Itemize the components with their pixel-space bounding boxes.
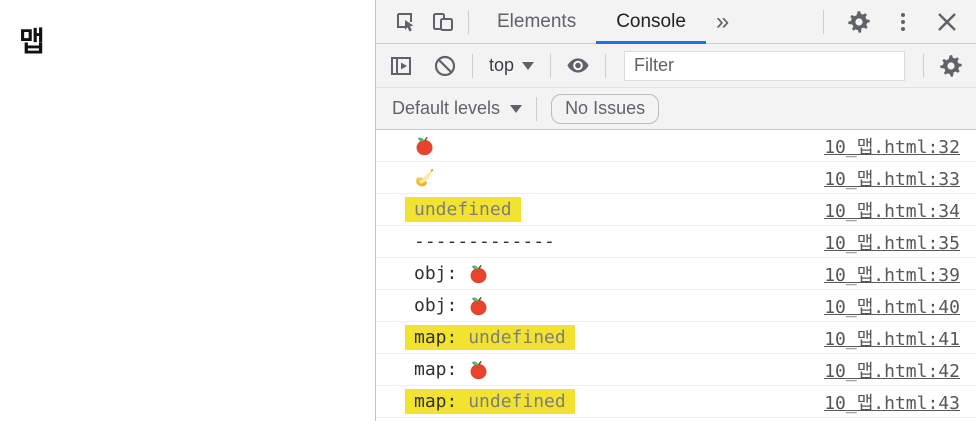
inspect-icon [397, 12, 414, 32]
console-toolbar: top [376, 44, 976, 88]
console-filter-input[interactable] [624, 50, 905, 81]
no-issues-button[interactable]: No Issues [551, 93, 660, 124]
source-location-link[interactable]: 10_맵.html:32 [824, 136, 960, 158]
clear-console-icon [434, 55, 456, 76]
page-title: 맵 [19, 25, 45, 58]
toolbar-separator [550, 53, 552, 78]
source-location-link[interactable]: 10_맵.html:43 [824, 392, 960, 414]
source-location-link[interactable]: 10_맵.html:35 [824, 232, 960, 254]
clear-console-button[interactable] [428, 49, 462, 83]
devtools-close-button[interactable] [930, 5, 964, 39]
console-message-row: map: undefined 10_맵.html:41 [376, 322, 976, 354]
console-settings-button[interactable] [934, 49, 968, 83]
source-location-link[interactable]: 10_맵.html:34 [824, 200, 960, 222]
console-message-text-highlighted: map: undefined [405, 389, 575, 414]
console-message-text: obj: [414, 263, 489, 285]
log-text: obj: [414, 263, 469, 284]
tab-console[interactable]: Console [596, 0, 706, 44]
chevron-down-icon [522, 61, 535, 70]
more-tabs-chevron-icon[interactable]: » [715, 7, 730, 35]
console-messages-area: 10_맵.html:32 10_맵.html:33 undefined 10_맵.ht… [376, 130, 976, 421]
tabbar-right-controls [815, 5, 968, 39]
devtools-menu-button[interactable] [886, 5, 920, 39]
log-text: map: [414, 327, 469, 348]
kebab-menu-icon [901, 12, 905, 31]
settings-gear-icon [848, 10, 870, 33]
apple-emoji [468, 263, 489, 285]
inspect-element-button[interactable] [388, 5, 422, 39]
source-location-link[interactable]: 10_맵.html:39 [824, 264, 960, 286]
log-text: obj: [414, 295, 469, 316]
apple-emoji [468, 295, 489, 317]
toolbar-separator [472, 53, 473, 78]
console-sidebar-button[interactable] [384, 49, 418, 83]
source-location-link[interactable]: 10_맵.html:33 [824, 168, 960, 190]
console-message-row: map: 10_맵.html:42 [376, 354, 976, 386]
undefined-value: undefined [468, 327, 566, 348]
chevron-down-icon [510, 104, 523, 113]
console-message-text-highlighted: map: undefined [405, 325, 575, 350]
log-levels-label: Default levels [392, 98, 501, 118]
console-message-text: map: [414, 359, 489, 381]
console-message-row: obj: 10_맵.html:40 [376, 290, 976, 322]
javascript-context-selector[interactable]: top [483, 55, 540, 76]
tabbar-separator [468, 9, 469, 34]
devtools-panel: Elements Console » [375, 0, 976, 421]
console-message-row: obj: 10_맵.html:39 [376, 258, 976, 290]
console-message-text [414, 135, 435, 157]
banana-emoji [414, 167, 435, 189]
console-message-row: 10_맵.html:32 [376, 130, 976, 162]
toolbar-separator [536, 96, 538, 121]
console-message-text [414, 167, 435, 189]
log-text: ------------- [414, 231, 555, 252]
tab-elements[interactable]: Elements [497, 10, 577, 32]
console-message-text: obj: [414, 295, 489, 317]
close-icon [938, 12, 956, 31]
console-message-text: ------------- [414, 231, 555, 252]
devtools-settings-button[interactable] [842, 5, 876, 39]
tabbar-separator [823, 9, 824, 34]
log-text: map: [414, 359, 469, 380]
log-levels-selector[interactable]: Default levels [392, 98, 523, 119]
undefined-value: undefined [468, 391, 566, 412]
console-settings-gear-icon [940, 54, 962, 77]
context-selector-value: top [489, 55, 515, 75]
live-expression-button[interactable] [561, 49, 595, 83]
console-message-row: 10_맵.html:33 [376, 162, 976, 194]
toolbar-separator [923, 53, 924, 78]
apple-emoji [468, 359, 489, 381]
undefined-value: undefined [414, 199, 512, 220]
log-text: map: [414, 391, 469, 412]
devtools-tabbar: Elements Console » [376, 0, 976, 44]
source-location-link[interactable]: 10_맵.html:40 [824, 296, 960, 318]
console-message-text-highlighted: undefined [405, 197, 521, 222]
device-toolbar-button[interactable] [426, 5, 460, 39]
apple-emoji [414, 135, 435, 157]
source-location-link[interactable]: 10_맵.html:42 [824, 360, 960, 382]
console-message-row: map: undefined 10_맵.html:43 [376, 386, 976, 418]
console-message-row: ------------- 10_맵.html:35 [376, 226, 976, 258]
console-sub-toolbar: Default levels No Issues [376, 88, 976, 130]
webpage-viewport: 맵 [0, 0, 375, 421]
eye-icon [567, 57, 589, 72]
console-sidebar-icon [391, 56, 411, 75]
toolbar-separator [605, 53, 607, 78]
device-toolbar-icon [433, 12, 453, 31]
console-message-row: undefined 10_맵.html:34 [376, 194, 976, 226]
source-location-link[interactable]: 10_맵.html:41 [824, 328, 960, 350]
